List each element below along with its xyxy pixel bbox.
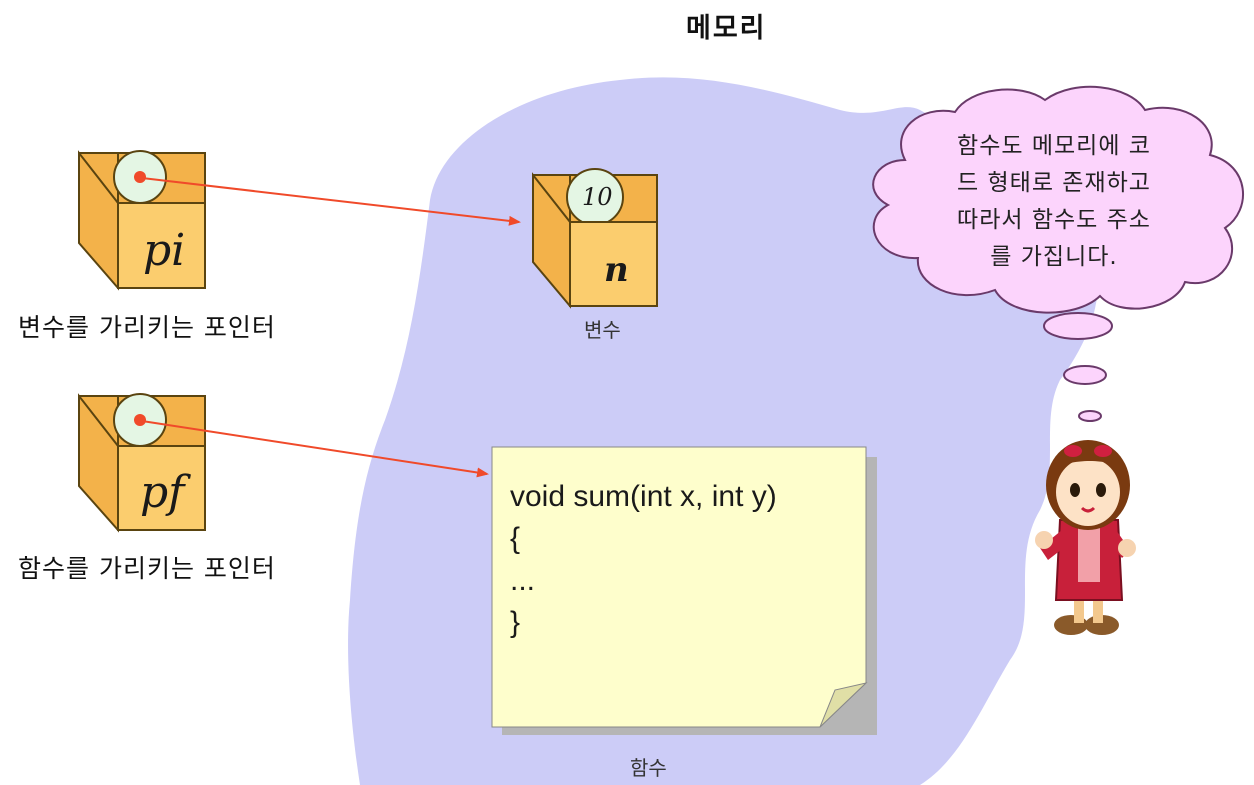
bubble-line: 함수도 메모리에 코 — [957, 133, 1151, 159]
function-caption: 함수 — [630, 756, 667, 780]
thought-bubble — [872, 85, 1244, 422]
thought-dot-large — [1043, 312, 1113, 340]
variable-caption: 변수 — [584, 318, 621, 342]
n-value-label: 10 — [582, 183, 613, 211]
thought-dot-medium — [1063, 365, 1107, 385]
n-box-label: n — [604, 250, 629, 290]
pi-caption: 변수를 가리키는 포인터 — [18, 313, 276, 342]
thought-dot-small — [1078, 410, 1102, 422]
pi-to-n-arrow — [141, 177, 521, 226]
pf-to-function-arrow — [141, 420, 489, 478]
bubble-line: 따라서 함수도 주소 — [957, 207, 1151, 233]
pi-ball-dot — [134, 171, 146, 183]
code-line: } — [510, 606, 521, 639]
pf-box-label: pf — [140, 467, 185, 518]
pf-pointer-box — [78, 393, 206, 533]
code-line: { — [510, 522, 521, 555]
code-line: ... — [510, 564, 536, 597]
memory-title: 메모리 — [686, 13, 767, 44]
bubble-line: 를 가집니다. — [990, 244, 1118, 270]
function-code: void sum(int x, int y) { ... } — [510, 476, 777, 644]
code-line: void sum(int x, int y) — [510, 480, 777, 513]
pf-caption: 함수를 가리키는 포인터 — [18, 554, 276, 583]
bubble-line: 드 형태로 존재하고 — [957, 170, 1151, 196]
n-variable-box — [532, 168, 658, 309]
pi-box-label: pi — [143, 225, 186, 276]
function-code-note — [491, 446, 877, 735]
girl-character-illustration — [1035, 440, 1136, 635]
pi-pointer-box — [78, 150, 206, 291]
pf-ball-dot — [134, 414, 146, 426]
bubble-text: 함수도 메모리에 코 드 형태로 존재하고 따라서 함수도 주소 를 가집니다. — [930, 128, 1178, 276]
